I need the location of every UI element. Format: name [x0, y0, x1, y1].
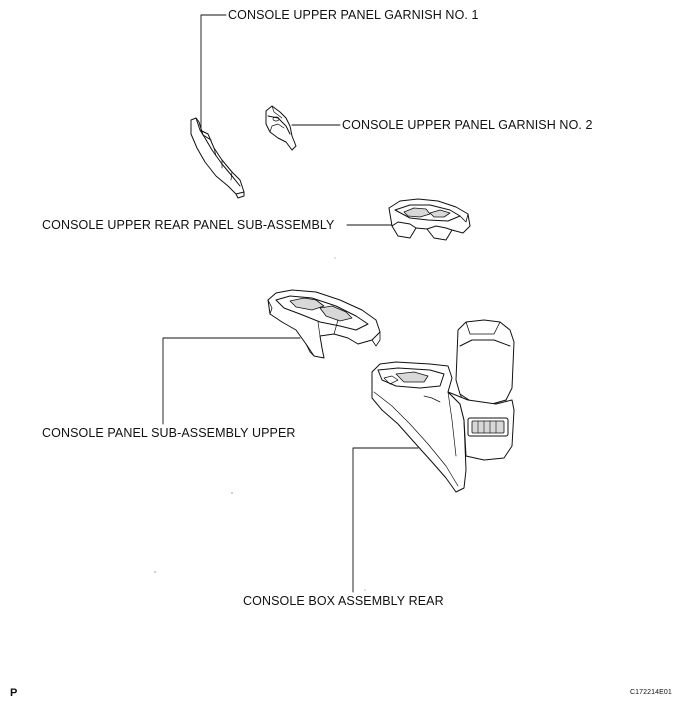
label-garnish-no-2: CONSOLE UPPER PANEL GARNISH NO. 2 [342, 118, 593, 132]
garnish-no-2-drawing [265, 105, 297, 151]
label-panel-upper: CONSOLE PANEL SUB-ASSEMBLY UPPER [42, 426, 296, 440]
garnish-no-1-drawing [190, 117, 245, 199]
figure-code: C172214E01 [630, 689, 672, 696]
leader-garnish-1 [200, 14, 227, 129]
label-rear-panel: CONSOLE UPPER REAR PANEL SUB-ASSEMBLY [42, 218, 335, 232]
page-mark: P [10, 687, 18, 699]
label-box-rear: CONSOLE BOX ASSEMBLY REAR [243, 594, 444, 608]
leader-lines [162, 14, 419, 593]
box-rear-drawing [371, 319, 515, 493]
print-specks [154, 257, 366, 591]
panel-upper-drawing [267, 289, 381, 359]
rear-panel-drawing [388, 198, 471, 241]
label-garnish-no-1: CONSOLE UPPER PANEL GARNISH NO. 1 [228, 8, 479, 22]
leader-box-rear [352, 447, 419, 593]
leader-panel-upper [162, 337, 301, 425]
